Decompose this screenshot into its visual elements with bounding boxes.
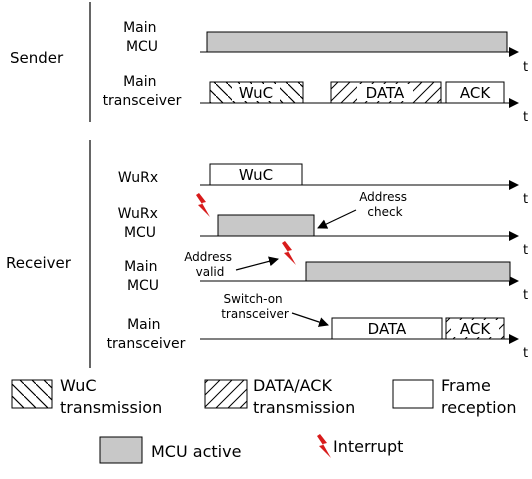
- sender-label: Sender: [10, 49, 64, 67]
- legend-wuc-swatch: [11, 379, 53, 409]
- row-label-sender-transceiver: Main transceiver: [103, 74, 182, 109]
- t-label-5: t: [523, 288, 528, 303]
- receiver-mcu-active-bar: [305, 261, 511, 282]
- legend-data-ack-label: DATA/ACK transmission: [253, 376, 355, 417]
- legend-mcu-active-label: MCU active: [151, 442, 241, 461]
- legend-interrupt-icon: [317, 434, 331, 458]
- sender-data-text: DATA: [366, 84, 405, 102]
- wurx-mcu-active-bar: [217, 214, 315, 237]
- t-label-6: t: [523, 346, 528, 361]
- sender-wuc-label-bg: [232, 84, 280, 101]
- receiver-label: Receiver: [6, 254, 72, 272]
- interrupt-icon-main-mcu: [282, 241, 296, 265]
- sender-ack-reception: [445, 81, 505, 104]
- legend-wuc-label: WuC transmission: [60, 376, 162, 417]
- row-label-wurx: WuRx: [118, 170, 158, 186]
- address-valid-annotation: Address valid: [184, 250, 236, 279]
- switch-on-arrow: [291, 312, 329, 327]
- row-label-sender-mcu: Main MCU: [123, 20, 161, 55]
- legend: WuC transmission DATA/ACK transmission F…: [11, 376, 517, 464]
- legend-mcu-active-swatch: [99, 436, 143, 464]
- switch-on-annotation: Switch-on transceiver: [221, 292, 289, 321]
- address-valid-arrow: [235, 256, 279, 271]
- legend-frame-reception-swatch: [392, 379, 434, 409]
- sender-mcu-active-bar: [206, 31, 508, 53]
- receiver-data-reception: [331, 317, 443, 340]
- row-label-receiver-mcu: Main MCU: [124, 259, 162, 294]
- t-label-3: t: [523, 192, 528, 207]
- receiver-wuc-reception: [209, 163, 303, 186]
- legend-interrupt-label: Interrupt: [333, 437, 403, 456]
- legend-data-ack-swatch: [204, 379, 248, 409]
- row-label-wurx-mcu: WuRx MCU: [118, 206, 163, 241]
- t-label-1: t: [523, 60, 528, 75]
- sender-wuc-text: WuC: [239, 84, 273, 102]
- t-label-2: t: [523, 110, 528, 125]
- sender-data-label-bg: [357, 84, 413, 101]
- receiver-wuc-text: WuC: [239, 166, 273, 184]
- legend-frame-reception-label: Frame reception: [441, 376, 517, 417]
- receiver-ack-text: ACK: [460, 320, 491, 338]
- address-check-annotation: Address check: [359, 190, 411, 219]
- interrupt-icon-wurx: [196, 193, 210, 217]
- receiver-ack-label-bg: [451, 320, 499, 337]
- row-label-receiver-transceiver: Main transceiver: [107, 317, 186, 352]
- receiver-data-text: DATA: [368, 320, 407, 338]
- address-check-arrow: [317, 209, 357, 229]
- time-labels: t t t t t t: [523, 60, 528, 361]
- t-label-4: t: [523, 243, 528, 258]
- sender-ack-text: ACK: [460, 84, 491, 102]
